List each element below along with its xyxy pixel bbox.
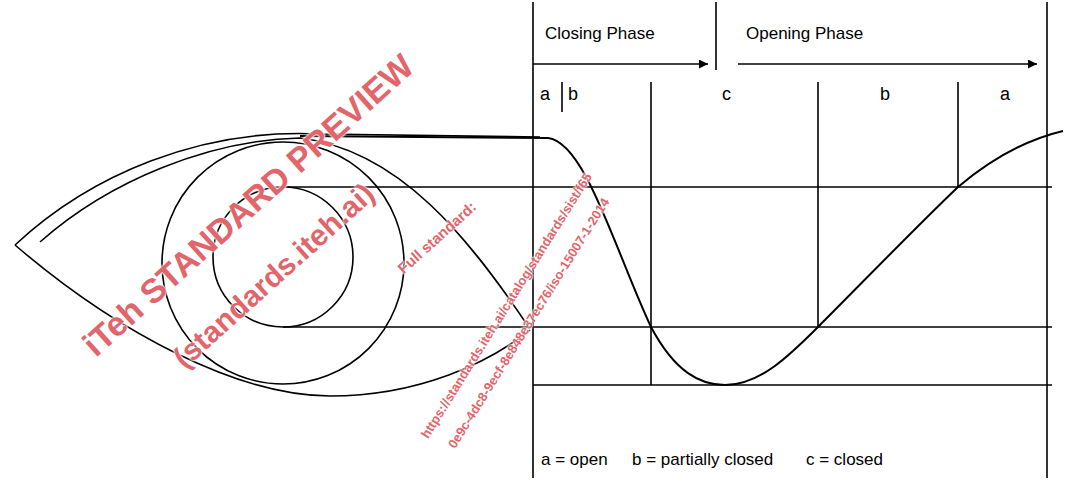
- state-letter: a: [540, 84, 550, 105]
- key-text: c = closed: [806, 450, 883, 470]
- segment-divider: [817, 82, 819, 327]
- state-letter: b: [880, 84, 890, 105]
- lid-position-curve: [300, 131, 1063, 385]
- frame-line: [532, 2, 534, 478]
- watermark: Full standard:: [394, 198, 479, 277]
- phase-divider: [715, 2, 717, 70]
- pupil-bottom-line: [283, 326, 1052, 328]
- frame-line: [1046, 2, 1048, 478]
- segment-divider: [650, 82, 652, 385]
- key-text: b = partially closed: [632, 450, 773, 470]
- state-letter: a: [1000, 84, 1010, 105]
- phase-label: Closing Phase: [545, 24, 655, 44]
- phase-label: Opening Phase: [746, 24, 863, 44]
- key-text: a = open: [541, 450, 608, 470]
- state-letter: b: [568, 84, 578, 105]
- segment-divider: [957, 82, 959, 187]
- phase-arrow: [533, 63, 708, 65]
- segment-divider: [561, 82, 563, 112]
- watermark: https://standards.iteh.ai/catalog/standa…: [419, 171, 596, 442]
- pupil-top-line: [283, 186, 1052, 188]
- iris-bottom-line: [533, 384, 1052, 386]
- phase-arrow: [738, 63, 1037, 65]
- watermark: 0e9c-4dc8-9ecf-8e848e37ec76/iso-15007-1-…: [446, 196, 613, 452]
- state-letter: c: [722, 84, 731, 105]
